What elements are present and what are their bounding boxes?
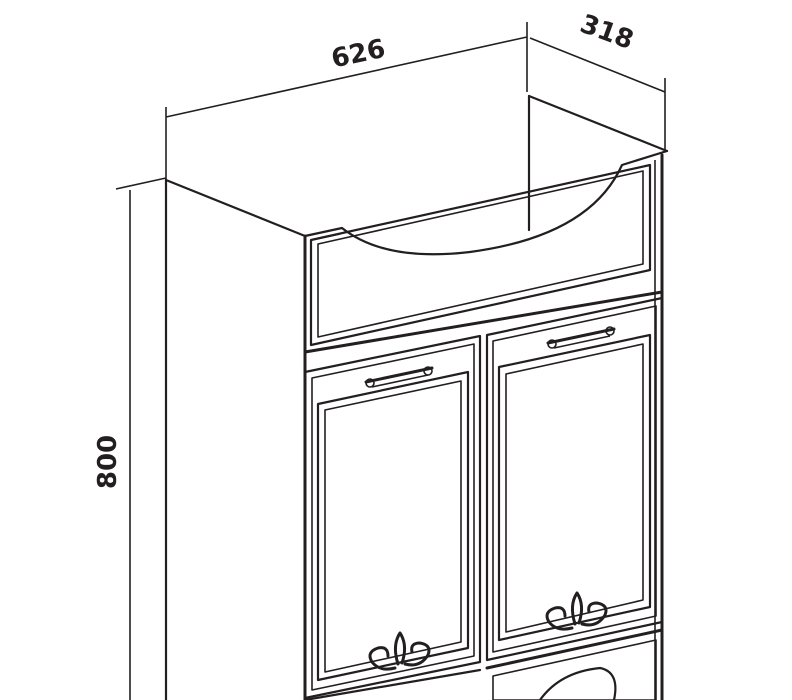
right-door xyxy=(485,296,664,662)
bottom-drawer xyxy=(303,628,664,700)
height-dimension-label: 800 xyxy=(93,435,123,489)
left-door-ornament xyxy=(368,631,431,671)
basin-top xyxy=(303,149,669,256)
top-panel xyxy=(303,163,664,354)
cabinet-body xyxy=(164,94,669,700)
right-door-handle xyxy=(546,326,616,349)
left-door xyxy=(303,334,482,700)
width-dimension-label: 626 xyxy=(329,34,388,75)
right-door-ornament xyxy=(545,591,608,631)
height-dimension: 800 xyxy=(93,177,167,700)
depth-dimension: 318 xyxy=(529,9,666,150)
left-door-handle xyxy=(364,366,434,388)
width-dimension: 626 xyxy=(165,22,528,180)
depth-dimension-label: 318 xyxy=(576,9,637,56)
